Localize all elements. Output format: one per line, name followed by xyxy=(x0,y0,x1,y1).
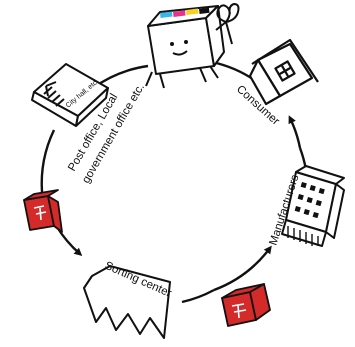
red-mailbox-icon xyxy=(24,190,62,232)
arc-city-to-post xyxy=(42,130,54,192)
arrow-to-consumer xyxy=(290,118,300,148)
red-mailbox-icon xyxy=(222,284,270,326)
mail-box-character-icon xyxy=(146,4,239,88)
house-icon xyxy=(250,40,318,104)
arc-sorting-to-box xyxy=(182,290,214,302)
